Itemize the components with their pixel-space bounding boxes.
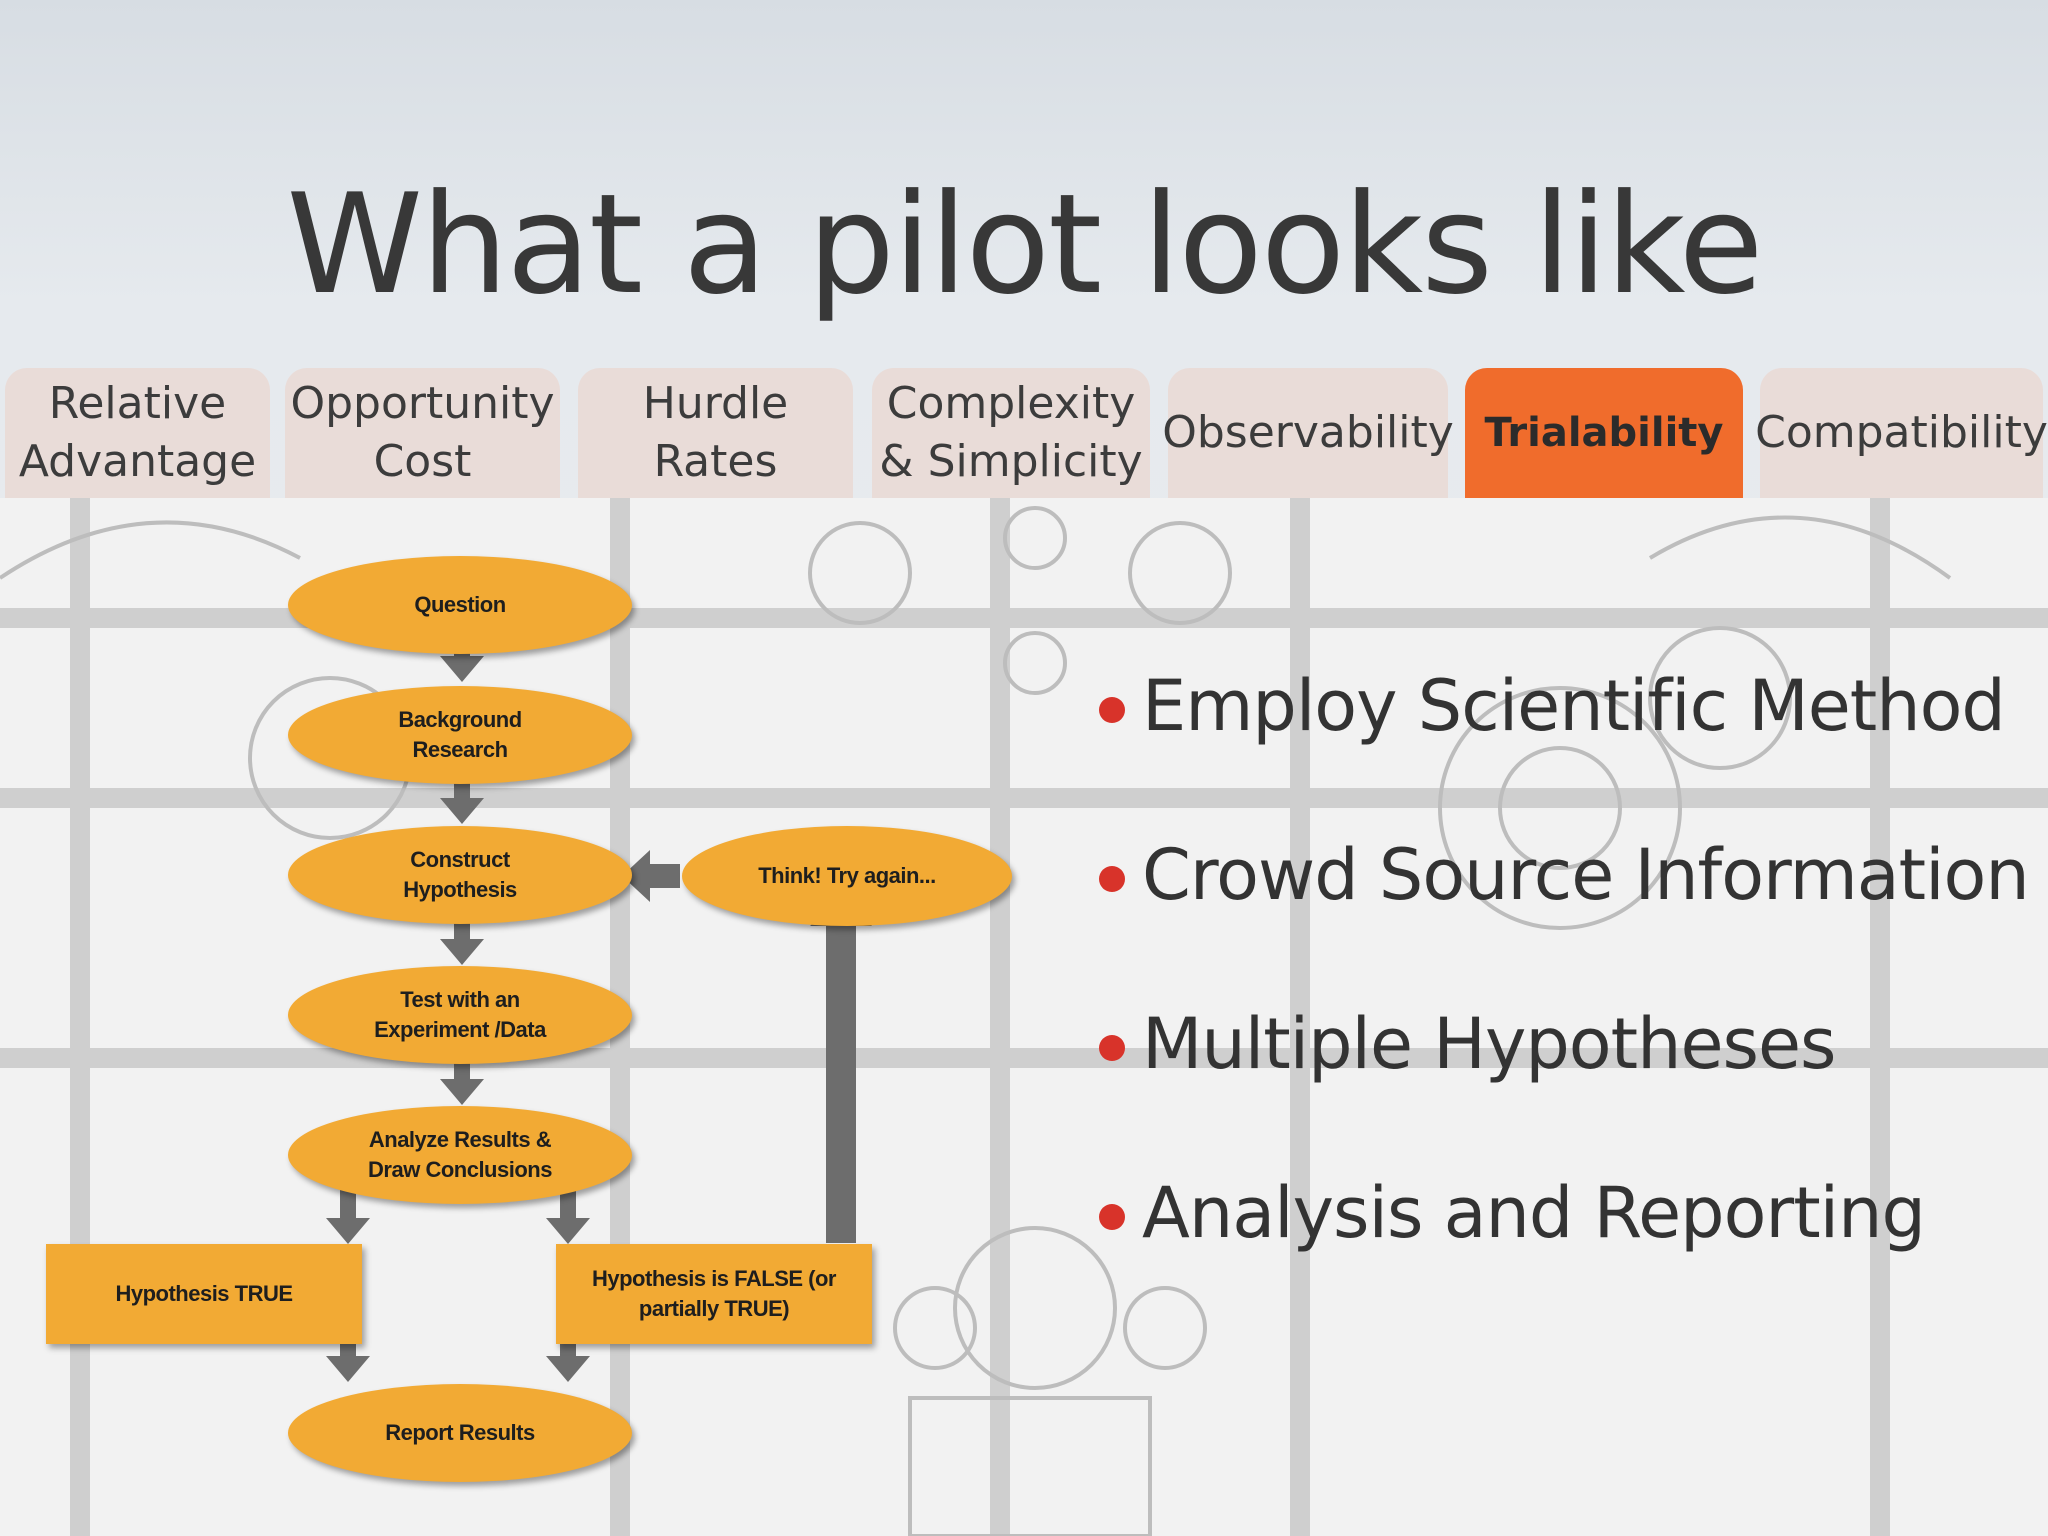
flow-node-background-research: Background Research xyxy=(288,686,632,784)
bullet-dot-icon xyxy=(1099,1035,1125,1061)
tab-compatibility[interactable]: Compatibility xyxy=(1755,368,2048,498)
bullet-item: Multiple Hypotheses xyxy=(1090,1003,2040,1172)
bullet-dot-icon xyxy=(1099,1204,1125,1230)
tab-opportunity-cost[interactable]: Opportunity Cost xyxy=(285,368,560,498)
flow-node-question: Question xyxy=(288,556,632,654)
slide-title: What a pilot looks like xyxy=(286,164,1763,325)
flow-node-construct-hypothesis: Construct Hypothesis xyxy=(288,826,632,924)
flow-node-hypothesis-false: Hypothesis is FALSE (or partially TRUE) xyxy=(556,1244,872,1344)
tab-trialability[interactable]: Trialability xyxy=(1465,368,1743,498)
bullet-item: Employ Scientific Method xyxy=(1090,665,2040,834)
tab-bar: Relative Advantage Opportunity Cost Hurd… xyxy=(0,368,2048,500)
bullet-dot-icon xyxy=(1099,697,1125,723)
tab-complexity-simplicity[interactable]: Complexity & Simplicity xyxy=(872,368,1150,498)
flow-node-analyze-results: Analyze Results & Draw Conclusions xyxy=(288,1106,632,1204)
bullet-item: Crowd Source Information xyxy=(1090,834,2040,1003)
tab-observability[interactable]: Observability xyxy=(1162,368,1454,498)
illustration-area: Question Background Research Construct H… xyxy=(0,498,2048,1536)
flow-node-think-try-again: Think! Try again... xyxy=(682,826,1012,926)
tab-relative-advantage[interactable]: Relative Advantage xyxy=(5,368,270,498)
flow-node-hypothesis-true: Hypothesis TRUE xyxy=(46,1244,362,1344)
flow-node-report-results: Report Results xyxy=(288,1384,632,1482)
flow-node-test-experiment: Test with an Experiment /Data xyxy=(288,966,632,1064)
bullet-dot-icon xyxy=(1099,866,1125,892)
bullet-list: Employ Scientific Method Crowd Source In… xyxy=(1090,665,2040,1341)
tab-hurdle-rates[interactable]: Hurdle Rates xyxy=(578,368,853,498)
bullet-item: Analysis and Reporting xyxy=(1090,1172,2040,1341)
